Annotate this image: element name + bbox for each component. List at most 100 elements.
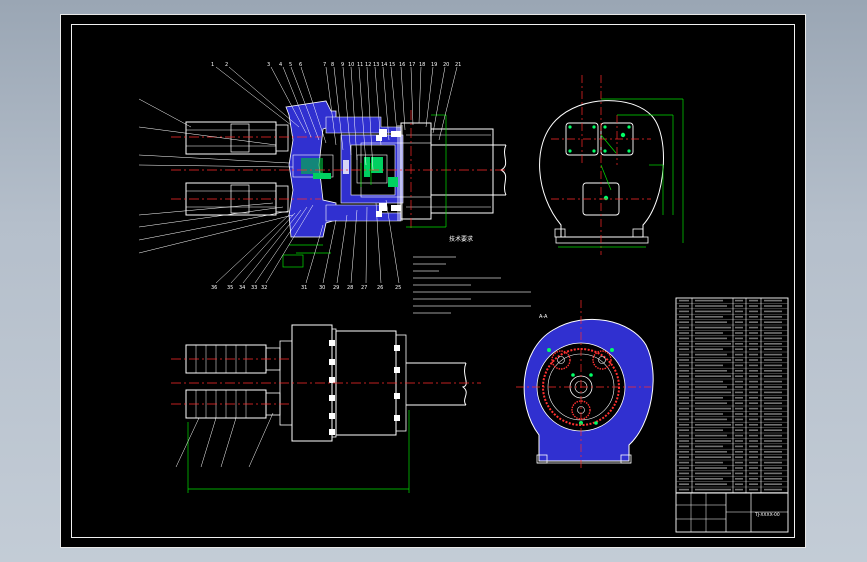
bom-cell-text	[695, 353, 727, 356]
bom-cell-text	[679, 402, 689, 404]
svg-text:8: 8	[331, 62, 334, 68]
svg-text:13: 13	[373, 62, 379, 68]
bom-cell-text	[679, 418, 689, 421]
bom-cell-text	[764, 461, 782, 464]
bom-cell-text	[695, 413, 723, 415]
bom-cell-text	[764, 413, 782, 415]
bom-cell-text	[695, 429, 723, 431]
bom-cell-text	[695, 445, 723, 448]
bom-cell-text	[764, 424, 782, 426]
bom-cell-text	[764, 488, 782, 491]
drawing-frame	[71, 24, 795, 538]
bom-cell-text	[735, 488, 743, 491]
bom-cell-text	[749, 407, 758, 410]
bom-cell-text	[764, 305, 782, 307]
bom-cell-text	[749, 434, 758, 437]
bom-cell-text	[695, 380, 723, 383]
bom-cell-text	[764, 364, 782, 367]
bom-cell-text	[764, 418, 782, 421]
bom-cell-text	[695, 332, 723, 334]
svg-text:18: 18	[419, 62, 425, 68]
svg-text:25: 25	[395, 285, 401, 291]
bom-cell-text	[764, 299, 782, 302]
bom-cell-text	[735, 429, 743, 431]
bom-cell-text	[695, 478, 723, 480]
bom-cell-text	[735, 326, 743, 329]
centerlines-front	[171, 358, 481, 405]
bom-cell-text	[679, 326, 689, 329]
bom-cell-text	[749, 391, 758, 394]
bom-cell-text	[749, 310, 758, 313]
bom-cell-text	[749, 451, 758, 453]
svg-text:2: 2	[225, 62, 228, 68]
bom-cell-text	[749, 353, 758, 356]
leaders-top	[215, 66, 458, 171]
bom-cell-text	[695, 316, 723, 318]
bom-table	[675, 297, 789, 533]
bom-cell-text	[735, 375, 743, 377]
bom-cell-text	[764, 380, 782, 383]
bom-cell-text	[679, 424, 689, 426]
bom-cell-text	[749, 305, 758, 307]
bom-cell-text	[679, 343, 689, 345]
bom-cell-text	[695, 348, 723, 350]
svg-text:27: 27	[361, 285, 367, 291]
bom-cell-text	[679, 461, 689, 464]
bom-cell-text	[764, 316, 782, 318]
bom-cell-text	[679, 375, 689, 377]
bom-cell-text	[679, 391, 689, 394]
svg-text:29: 29	[333, 285, 339, 291]
dimensions-main	[282, 114, 447, 268]
bom-cell-text	[735, 478, 743, 480]
bom-cell-text	[749, 337, 758, 340]
bom-cell-text	[764, 359, 782, 361]
bom-cell-text	[679, 299, 689, 302]
svg-text:3: 3	[267, 62, 270, 68]
leaders-bottom	[215, 199, 400, 284]
svg-text:33: 33	[251, 285, 257, 291]
bom-cell-text	[764, 337, 782, 340]
bom-cell-text	[679, 305, 689, 307]
bom-cell-text	[749, 386, 758, 388]
bom-cell-text	[679, 440, 689, 442]
bom-cell-text	[749, 445, 758, 448]
bom-cell-text	[764, 348, 782, 350]
bom-cell-text	[749, 321, 758, 323]
bom-cell-text	[679, 380, 689, 383]
bom-cell-text	[695, 391, 731, 394]
bom-cell-text	[749, 440, 758, 442]
bom-cell-text	[749, 326, 758, 329]
bolt-marks-top	[568, 125, 631, 201]
bom-cell-text	[735, 310, 743, 313]
bom-cell-text	[735, 413, 743, 415]
bom-cell-text	[695, 359, 731, 361]
bom-cell-text	[749, 418, 758, 421]
bom-cell-text	[679, 413, 689, 415]
bom-cell-text	[679, 359, 689, 361]
bom-cell-text	[735, 364, 743, 367]
bom-cell-text	[695, 364, 723, 367]
svg-text:17: 17	[409, 62, 415, 68]
svg-text:26: 26	[377, 285, 383, 291]
bom-cell-text	[749, 456, 758, 458]
bom-cell-text	[749, 424, 758, 426]
bom-cell-text	[679, 434, 689, 437]
dimensions-end-top	[558, 98, 684, 248]
bom-cell-text	[679, 451, 689, 453]
bom-cell-text	[679, 310, 689, 313]
bom-cell-text	[695, 375, 731, 377]
bom-cell-text	[749, 375, 758, 377]
bom-cell-text	[679, 407, 689, 410]
motor-lower	[185, 182, 289, 216]
bom-cell-text	[764, 386, 782, 388]
centerlines-main	[171, 110, 506, 230]
bom-cell-text	[764, 456, 782, 458]
svg-text:36: 36	[211, 285, 217, 291]
bom-cell-text	[735, 380, 743, 383]
motor-upper	[185, 121, 289, 155]
bom-cell-text	[735, 456, 743, 458]
section-label: A-A	[539, 314, 548, 320]
svg-text:20: 20	[443, 62, 449, 68]
